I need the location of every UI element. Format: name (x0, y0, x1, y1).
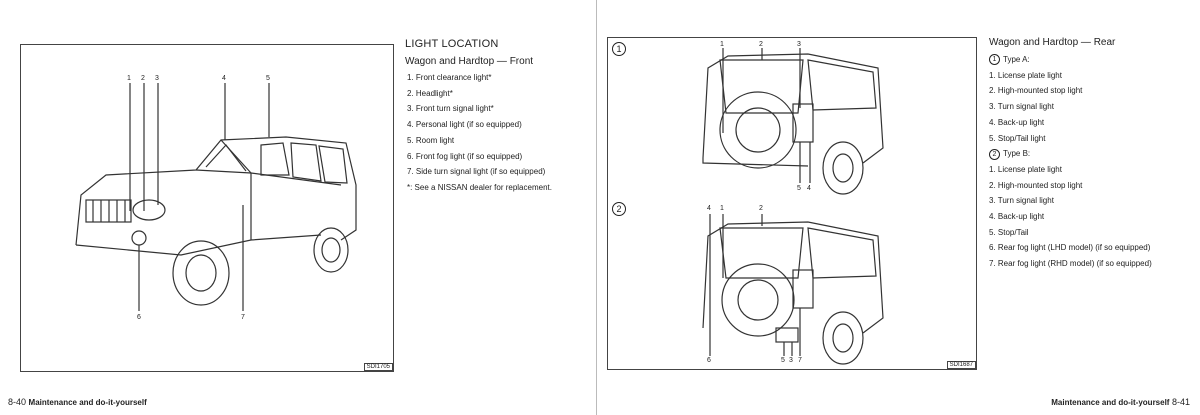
list-item: 5. Room light (407, 135, 455, 145)
list-item: 5. Stop/Tail (989, 227, 1029, 237)
callout-a-5: 5 (797, 185, 801, 192)
type-b-label: Type B: (1003, 149, 1031, 159)
callout-1: 1 (127, 75, 131, 82)
list-item: 3. Turn signal light (989, 102, 1054, 112)
callout-b-1: 1 (720, 205, 724, 212)
callout-4: 4 (222, 75, 226, 82)
figure-code: SDI1687 (946, 361, 976, 369)
figure-badge-1: 1 (612, 42, 626, 56)
callout-6: 6 (137, 314, 141, 321)
list-item: 2. High-mounted stop light (989, 180, 1083, 190)
list-item: 6. Front fog light (if so equipped) (407, 151, 523, 161)
list-item: *: See a NISSAN dealer for replacement. (407, 182, 552, 192)
rear-vehicle-drawing (702, 48, 884, 365)
right-footer: Maintenance and do-it-yourself 8-41 (1051, 397, 1190, 407)
list-item: 7. Rear fog light (RHD model) (if so equ… (989, 259, 1152, 269)
list-item: 6. Rear fog light (LHD model) (if so equ… (989, 243, 1151, 253)
type-a-number: 1 (989, 54, 1000, 66)
list-item: 2. High-mounted stop light (989, 86, 1083, 96)
callout-a-3: 3 (797, 41, 801, 48)
section-name: Maintenance and do-it-yourself (1051, 398, 1170, 407)
page-number: 8-40 (8, 397, 27, 407)
front-vehicle-drawing (75, 83, 357, 311)
list-item: 1. Front clearance light* (407, 73, 492, 82)
callout-b-7: 7 (798, 357, 802, 364)
page-number: 8-41 (1171, 397, 1190, 407)
figure-code: SDI1705 (363, 363, 393, 371)
list-item: 3. Front turn signal light* (407, 104, 494, 114)
list-item: 1. License plate light (989, 164, 1062, 174)
callout-b-5: 5 (781, 357, 785, 364)
callout-b-3: 3 (789, 357, 793, 364)
rear-subtitle: Wagon and Hardtop — Rear (989, 37, 1116, 48)
callout-a-2: 2 (759, 41, 763, 48)
section-title: LIGHT LOCATION (405, 38, 499, 50)
book-spine (596, 0, 597, 415)
callout-b-6: 6 (707, 357, 711, 364)
list-item: 4. Personal light (if so equipped) (407, 120, 522, 130)
callout-a-4: 4 (807, 185, 811, 192)
front-light-list: 1. Front clearance light* 2. Headlight* … (407, 70, 552, 196)
type-b-number: 2 (989, 148, 1000, 160)
list-item: 3. Turn signal light (989, 196, 1054, 206)
list-item: 1. License plate light (989, 70, 1062, 80)
right-page: 1 2 (597, 0, 1200, 415)
list-item: 2. Headlight* (407, 88, 453, 98)
callout-7: 7 (241, 314, 245, 321)
callout-b-4: 4 (707, 205, 711, 212)
callout-2: 2 (141, 75, 145, 82)
rear-vehicle-figure: 1 2 (607, 37, 977, 370)
callout-3: 3 (155, 75, 159, 82)
list-item: 7. Side turn signal light (if so equippe… (407, 167, 546, 177)
left-footer: 8-40 Maintenance and do-it-yourself (8, 397, 147, 407)
section-name: Maintenance and do-it-yourself (28, 398, 147, 407)
callout-b-2: 2 (759, 205, 763, 212)
callout-5: 5 (266, 75, 270, 82)
callout-a-1: 1 (720, 41, 724, 48)
left-page: 1 2 3 4 5 6 7 SDI1705 LIGHT LOCATION Wag… (0, 0, 597, 415)
front-vehicle-figure: 1 2 3 4 5 6 7 SDI1705 (20, 44, 394, 372)
list-item: 4. Back-up light (989, 212, 1045, 222)
list-item: 4. Back-up light (989, 117, 1045, 127)
list-item: 5. Stop/Tail light (989, 133, 1046, 143)
figure-badge-2: 2 (612, 202, 626, 216)
front-subtitle: Wagon and Hardtop — Front (405, 56, 534, 67)
type-a-label: Type A: (1003, 55, 1030, 64)
